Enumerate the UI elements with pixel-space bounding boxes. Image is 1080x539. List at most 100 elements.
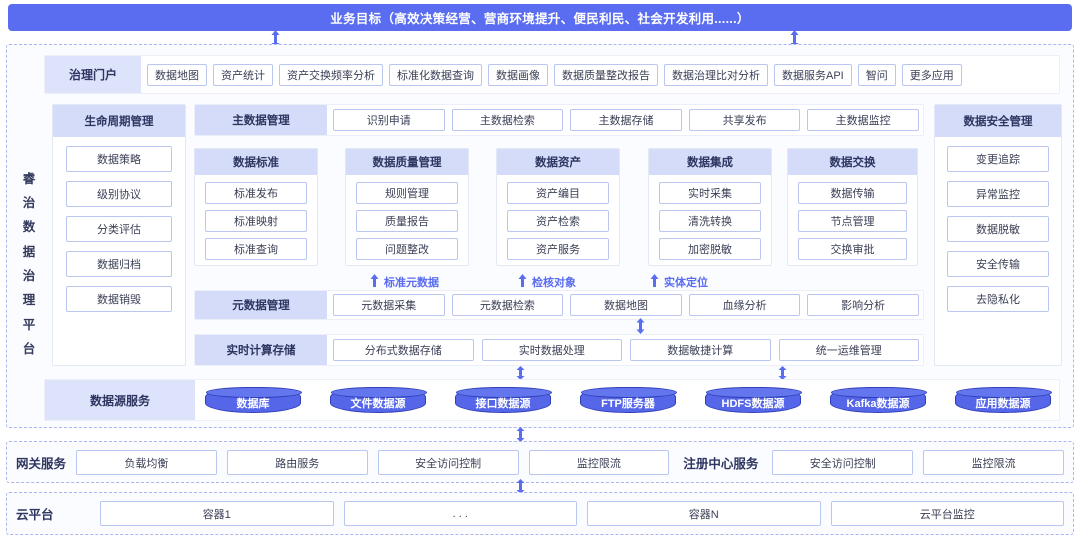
vtitle-char: 平 [22,317,36,332]
cloud-item[interactable]: 容器N [587,501,821,526]
realtime-header: 实时计算存储 [195,335,327,365]
lifecycle-management-panel: 生命周期管理 数据策略 级别协议 分类评估 数据归档 数据销毁 [52,104,186,366]
module-header: 数据标准 [195,149,317,175]
portal-app-item[interactable]: 数据质量整改报告 [554,63,658,86]
module-item[interactable]: 节点管理 [798,210,907,232]
portal-label: 治理门户 [45,56,141,93]
masterdata-items: 识别申请 主数据检索 主数据存储 共享发布 主数据监控 [333,105,919,135]
module-item[interactable]: 交换审批 [798,238,907,260]
cylinder-top-icon [331,387,427,398]
security-item[interactable]: 安全传输 [947,251,1049,277]
arrow-gateway-cloud [516,479,525,494]
portal-app-item[interactable]: 数据地图 [147,63,207,86]
lifecycle-item[interactable]: 数据策略 [66,146,172,172]
platform-vertical-title: 睿 治 数 据 治 理 平 台 [14,104,44,424]
annotation-standard-metadata: 标准元数据 [370,274,439,290]
cloud-item[interactable]: 容器1 [100,501,334,526]
datasource-cylinder[interactable]: 数据库 [205,387,302,413]
lifecycle-item[interactable]: 数据归档 [66,251,172,277]
datasource-name: 文件数据源 [350,397,406,410]
metadata-item[interactable]: 元数据采集 [333,294,445,316]
portal-app-item[interactable]: 资产交换频率分析 [279,63,383,86]
module-item[interactable]: 资产服务 [507,238,609,260]
lifecycle-header: 生命周期管理 [53,105,185,137]
gateway-item[interactable]: 路由服务 [226,450,368,475]
module-items: 数据传输 节点管理 交换审批 [788,175,917,267]
module-item[interactable]: 规则管理 [356,182,458,204]
lifecycle-item[interactable]: 数据销毁 [66,286,172,312]
portal-app-item[interactable]: 智问 [857,63,896,86]
datasource-cylinder[interactable]: 接口数据源 [455,387,552,413]
masterdata-item[interactable]: 主数据检索 [451,109,564,131]
metadata-management-row: 元数据管理 元数据采集 元数据检索 数据地图 血缘分析 影响分析 [194,290,924,320]
cloud-item[interactable]: . . . [343,501,577,526]
module-item[interactable]: 清洗转换 [659,210,761,232]
module-item[interactable]: 标准发布 [205,182,307,204]
module-item[interactable]: 标准映射 [205,210,307,232]
datasource-service-row: 数据源服务 数据库 文件数据源 接口数据源 FTP服务器 HDFS数据源 [44,379,1060,421]
gateway-item[interactable]: 负载均衡 [76,450,217,475]
datasource-items: 数据库 文件数据源 接口数据源 FTP服务器 HDFS数据源 Kafka数据源 [205,380,1052,420]
datasource-name: 数据库 [236,397,270,410]
realtime-item[interactable]: 分布式数据存储 [333,339,474,361]
portal-app-item[interactable]: 标准化数据查询 [389,63,482,86]
realtime-item[interactable]: 统一运维管理 [778,339,919,361]
module-panel-data-quality: 数据质量管理 规则管理 质量报告 问题整改 [345,148,469,266]
gateway-service-row: 网关服务 负载均衡 路由服务 安全访问控制 监控限流 注册中心服务 安全访问控制… [16,449,1064,476]
vtitle-char: 台 [22,342,36,357]
module-item[interactable]: 资产编目 [507,182,609,204]
cloud-item[interactable]: 云平台监控 [830,501,1064,526]
portal-app-item[interactable]: 数据治理比对分析 [664,63,768,86]
module-panel-data-standard: 数据标准 标准发布 标准映射 标准查询 [194,148,318,266]
portal-app-item[interactable]: 资产统计 [213,63,273,86]
masterdata-item[interactable]: 识别申请 [333,109,445,131]
datasource-cylinder[interactable]: Kafka数据源 [830,387,927,413]
module-item[interactable]: 实时采集 [659,182,761,204]
datasource-label: 数据源服务 [45,380,195,420]
metadata-header: 元数据管理 [195,291,327,319]
module-panel-data-asset: 数据资产 资产编目 资产检索 资产服务 [496,148,620,266]
portal-app-item[interactable]: 数据服务API [774,63,852,86]
module-item[interactable]: 加密脱敏 [659,238,761,260]
registry-item[interactable]: 监控限流 [923,450,1064,475]
security-item[interactable]: 数据脱敏 [947,216,1049,242]
annotation-label: 检核对象 [532,277,576,289]
annotation-entity-location: 实体定位 [650,274,708,290]
data-security-panel: 数据安全管理 变更追踪 异常监控 数据脱敏 安全传输 去隐私化 [934,104,1062,366]
masterdata-item[interactable]: 主数据存储 [570,109,682,131]
datasource-name: HDFS数据源 [721,397,785,410]
governance-portal-panel: 治理门户 数据地图 资产统计 资产交换频率分析 标准化数据查询 数据画像 数据质… [44,55,1060,94]
module-item[interactable]: 资产检索 [507,210,609,232]
security-item[interactable]: 去隐私化 [947,286,1049,312]
registry-item[interactable]: 安全访问控制 [772,450,914,475]
portal-app-item[interactable]: 数据画像 [488,63,548,86]
module-item[interactable]: 标准查询 [205,238,307,260]
module-item[interactable]: 质量报告 [356,210,458,232]
gateway-item[interactable]: 安全访问控制 [377,450,519,475]
masterdata-item[interactable]: 主数据监控 [807,109,919,131]
lifecycle-item[interactable]: 级别协议 [66,181,172,207]
datasource-cylinder[interactable]: 应用数据源 [955,387,1052,413]
realtime-item[interactable]: 数据敏捷计算 [630,339,771,361]
realtime-item[interactable]: 实时数据处理 [481,339,622,361]
metadata-item[interactable]: 数据地图 [570,294,682,316]
arrow-realtime-datasource-right [778,366,787,380]
datasource-cylinder[interactable]: HDFS数据源 [705,387,802,413]
datasource-cylinder[interactable]: FTP服务器 [580,387,677,413]
security-item[interactable]: 异常监控 [947,181,1049,207]
vtitle-char: 治 [22,195,36,210]
metadata-item[interactable]: 影响分析 [807,294,919,316]
masterdata-item[interactable]: 共享发布 [688,109,801,131]
portal-app-item[interactable]: 更多应用 [901,63,962,86]
gateway-item[interactable]: 监控限流 [528,450,670,475]
lifecycle-item[interactable]: 分类评估 [66,216,172,242]
security-item[interactable]: 变更追踪 [947,146,1049,172]
metadata-item[interactable]: 元数据检索 [451,294,564,316]
metadata-item[interactable]: 血缘分析 [688,294,801,316]
module-item[interactable]: 问题整改 [356,238,458,260]
metadata-items: 元数据采集 元数据检索 数据地图 血缘分析 影响分析 [333,291,919,319]
datasource-cylinder[interactable]: 文件数据源 [330,387,427,413]
arrow-banner-right [790,30,799,48]
arrow-realtime-datasource-left [516,366,525,380]
module-item[interactable]: 数据传输 [798,182,907,204]
